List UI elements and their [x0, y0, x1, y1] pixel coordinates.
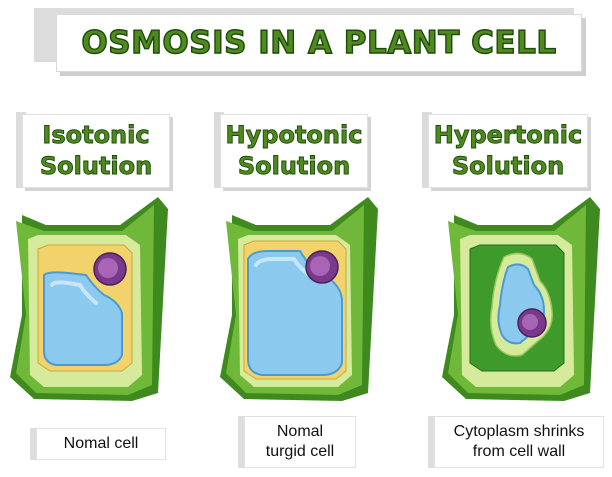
caption-line2: from cell wall [472, 443, 566, 460]
title-banner: OSMOSIS IN A PLANT CELL [34, 8, 582, 72]
heading-shadow [214, 112, 224, 188]
heading-isotonic: Isotonic Solution [16, 112, 172, 188]
vacuole [43, 271, 123, 366]
heading-line2: Solution [39, 152, 153, 181]
hypertonic-cell-diagram [442, 197, 600, 401]
vacuole-highlight [50, 280, 98, 305]
heading-shadow [422, 112, 432, 188]
heading-card: Hypotonic Solution [220, 114, 368, 188]
heading-line1: Hypertonic [433, 121, 583, 150]
hypotonic-cell-diagram [220, 197, 378, 401]
caption-hypertonic: Cytoplasm shrinks from cell wall [434, 416, 604, 468]
caption-hypotonic: Nomal turgid cell [244, 416, 356, 468]
heading-card: Isotonic Solution [22, 114, 170, 188]
heading-line2: Solution [237, 152, 351, 181]
heading-shadow [16, 112, 26, 188]
heading-line1: Isotonic [42, 121, 150, 150]
isotonic-cell-diagram [10, 197, 168, 401]
heading-line2: Solution [451, 152, 565, 181]
nucleolus [522, 314, 538, 330]
caption-isotonic: Nomal cell [36, 428, 166, 460]
caption-line2: turgid cell [265, 443, 335, 460]
heading-card: Hypertonic Solution [428, 114, 588, 188]
page-title: OSMOSIS IN A PLANT CELL [81, 24, 557, 61]
heading-hypertonic: Hypertonic Solution [422, 112, 590, 188]
caption-line1: Nomal cell [63, 435, 139, 452]
title-banner-card: OSMOSIS IN A PLANT CELL [56, 14, 582, 72]
caption-line1: Nomal [276, 423, 324, 440]
heading-line1: Hypotonic [225, 121, 363, 150]
caption-line1: Cytoplasm shrinks [453, 423, 585, 440]
nucleolus [310, 256, 330, 276]
heading-hypotonic: Hypotonic Solution [214, 112, 370, 188]
nucleolus [98, 258, 118, 278]
vacuole-highlight [254, 257, 314, 279]
